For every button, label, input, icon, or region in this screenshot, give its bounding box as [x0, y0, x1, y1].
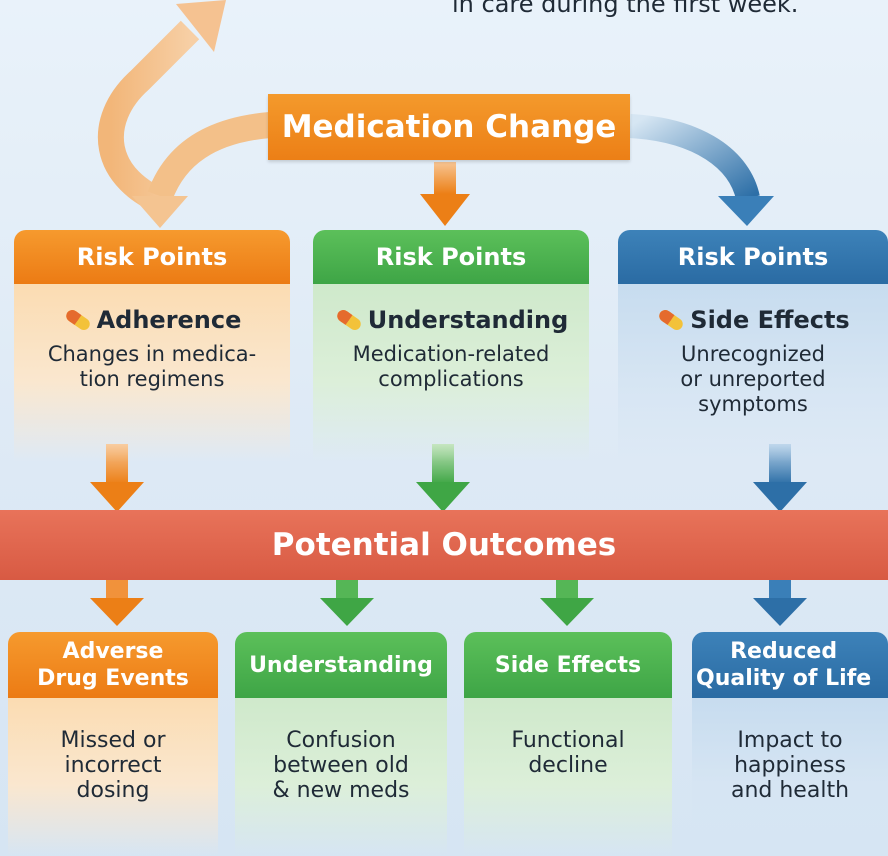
arrow-down-icon — [420, 194, 470, 226]
outcome-card-reduced-quality-of-life: Reduced Quality of Life Impact to happin… — [692, 632, 888, 856]
desc-line: Medication-related — [352, 342, 550, 366]
risk-card-body: Side Effects Unrecognized or unreported … — [618, 284, 888, 462]
outcome-card-description: Missed or incorrect dosing — [8, 698, 218, 803]
risk-card-side-effects: Risk Points Side Effects Unrecognized or… — [618, 230, 888, 462]
outcome-card-understanding: Understanding Confusion between old & ne… — [235, 632, 447, 856]
header-line: Reduced — [730, 639, 838, 664]
header-line: Drug Events — [37, 666, 189, 691]
arrow-up-icon — [176, 0, 226, 52]
risk-title-text: Understanding — [367, 306, 569, 334]
desc-line: Missed or — [60, 728, 166, 753]
potential-outcomes-banner: Potential Outcomes — [0, 510, 888, 580]
desc-line: symptoms — [698, 392, 808, 416]
medication-change-banner: Medication Change — [268, 94, 630, 160]
pill-icon — [65, 309, 90, 331]
desc-line: happiness — [734, 753, 846, 778]
outcome-card-header: Side Effects — [464, 632, 672, 698]
outcome-card-body: Functional decline — [464, 698, 672, 856]
desc-line: Impact to — [737, 728, 843, 753]
desc-line: dosing — [76, 778, 150, 803]
desc-line: between old — [273, 753, 409, 778]
risk-card-title: Side Effects — [618, 284, 888, 334]
desc-line: decline — [528, 753, 608, 778]
risk-card-description: Medication-related complications — [313, 342, 589, 392]
risk-card-description: Unrecognized or unreported symptoms — [618, 342, 888, 417]
risk-card-adherence: Risk Points Adherence Changes in medica-… — [14, 230, 290, 462]
outcome-card-description: Impact to happiness and health — [692, 698, 888, 803]
risk-card-body: Understanding Medication-related complic… — [313, 284, 589, 462]
outcome-card-body: Confusion between old & new meds — [235, 698, 447, 856]
outcome-card-description: Confusion between old & new meds — [235, 698, 447, 803]
risk-card-title: Understanding — [313, 284, 589, 334]
outcome-card-body: Impact to happiness and health — [692, 698, 888, 856]
desc-line: Unrecognized — [681, 342, 825, 366]
arrow-down-icon — [718, 196, 774, 226]
desc-line: tion regimens — [79, 367, 225, 391]
arrow-down-icon — [90, 482, 144, 512]
outcome-card-adverse-drug-events: Adverse Drug Events Missed or incorrect … — [8, 632, 218, 856]
outcome-card-side-effects: Side Effects Functional decline — [464, 632, 672, 856]
pill-icon — [659, 309, 684, 331]
desc-line: and health — [730, 778, 850, 803]
arrow-down-icon — [416, 482, 470, 512]
outcome-card-description: Functional decline — [464, 698, 672, 778]
arrow-down-icon — [753, 598, 807, 626]
outcome-card-header: Adverse Drug Events — [8, 632, 218, 698]
desc-line: incorrect — [64, 753, 162, 778]
header-line: Understanding — [249, 652, 433, 678]
header-line: Quality of Life — [696, 666, 872, 691]
outcome-card-header: Understanding — [235, 632, 447, 698]
risk-title-text: Side Effects — [690, 306, 850, 334]
desc-line: complications — [378, 367, 524, 391]
outcome-card-body: Missed or incorrect dosing — [8, 698, 218, 856]
risk-card-body: Adherence Changes in medica- tion regime… — [14, 284, 290, 462]
arrow-down-icon — [540, 598, 594, 626]
desc-line: Changes in medica- — [47, 342, 257, 366]
risk-card-title: Adherence — [14, 284, 290, 334]
header-line: Side Effects — [494, 652, 642, 678]
outcome-card-header: Reduced Quality of Life — [692, 632, 888, 698]
desc-line: Functional — [511, 728, 625, 753]
arrow-down-icon — [132, 196, 188, 228]
risk-card-header: Risk Points — [14, 230, 290, 284]
desc-line: or unreported — [680, 367, 826, 391]
risk-card-header: Risk Points — [313, 230, 589, 284]
risk-card-description: Changes in medica- tion regimens — [14, 342, 290, 392]
risk-card-understanding: Risk Points Understanding Medication-rel… — [313, 230, 589, 462]
arrow-down-icon — [90, 598, 144, 626]
arrow-down-icon — [320, 598, 374, 626]
desc-line: & new meds — [272, 778, 410, 803]
loop-arrow-icon — [97, 20, 200, 218]
risk-title-text: Adherence — [96, 306, 242, 334]
header-line: Adverse — [62, 639, 164, 664]
desc-line: Confusion — [286, 728, 396, 753]
risk-card-header: Risk Points — [618, 230, 888, 284]
pill-icon — [336, 309, 361, 331]
arrow-down-icon — [753, 482, 807, 512]
top-caption: in care during the first week. — [452, 0, 799, 18]
